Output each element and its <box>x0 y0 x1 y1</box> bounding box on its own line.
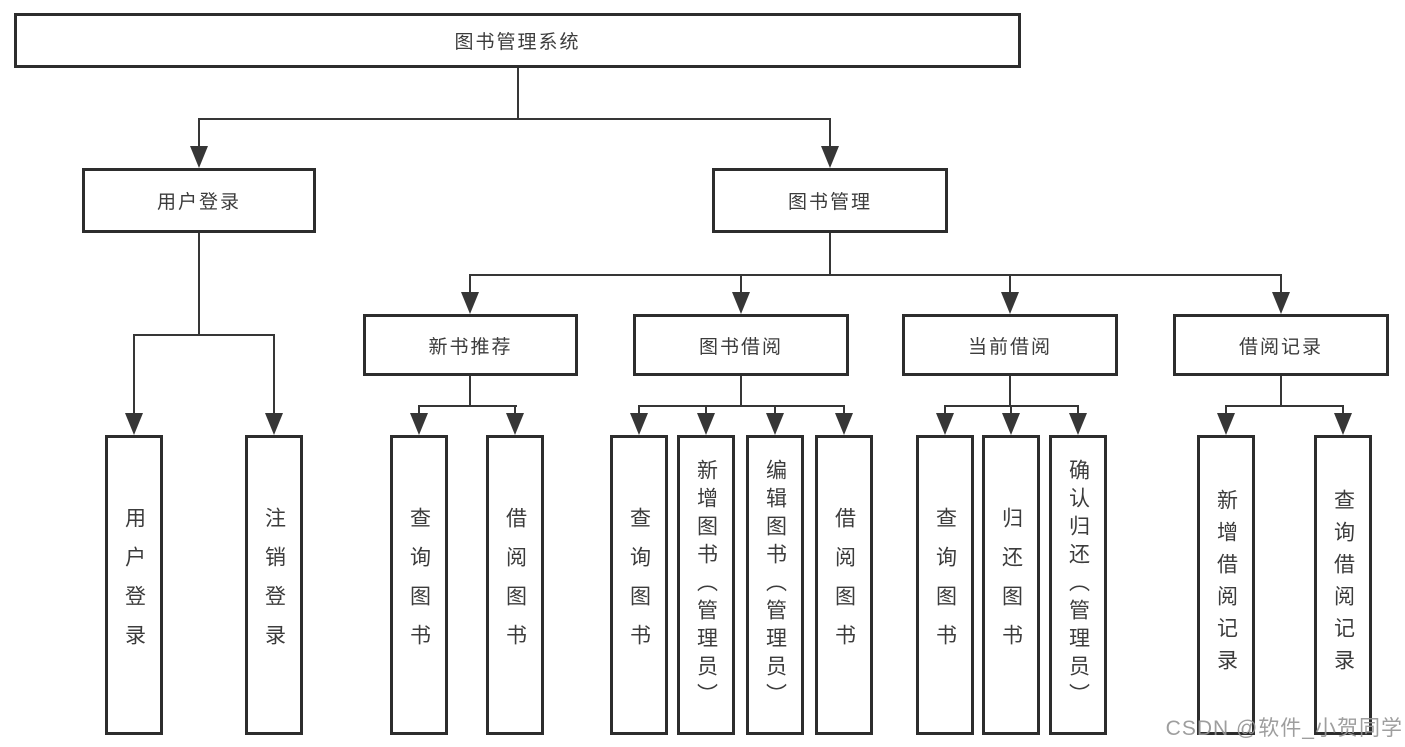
node-book-borrow: 图书借阅 <box>633 314 849 376</box>
connector-line <box>1009 376 1011 407</box>
connector-line <box>1077 405 1079 417</box>
connector-line <box>133 334 275 336</box>
connector-arrow <box>1334 413 1352 435</box>
leaf-return-book: 归还图书 <box>982 435 1040 735</box>
connector-arrow <box>190 146 208 168</box>
connector-arrow <box>835 413 853 435</box>
connector-line <box>1342 405 1344 417</box>
connector-line <box>198 118 831 120</box>
connector-line <box>705 405 707 417</box>
connector-line <box>843 405 845 417</box>
connector-line <box>273 334 275 415</box>
connector-line <box>740 274 742 294</box>
connector-arrow <box>732 292 750 314</box>
connector-line <box>638 405 640 417</box>
leaf-label: 查询图书 <box>933 507 957 663</box>
connector-line <box>829 118 831 148</box>
connector-arrow <box>410 413 428 435</box>
leaf-borrow-book-recommend: 借阅图书 <box>486 435 544 735</box>
node-borrow-record: 借阅记录 <box>1173 314 1389 376</box>
leaf-label: 查询借阅记录 <box>1331 489 1355 681</box>
connector-line <box>1010 405 1012 417</box>
leaf-label: 借阅图书 <box>503 507 527 663</box>
leaf-label: 归还图书 <box>999 507 1023 663</box>
leaf-logout: 注销登录 <box>245 435 303 735</box>
connector-line <box>418 405 517 407</box>
connector-line <box>1009 274 1011 294</box>
connector-line <box>774 405 776 417</box>
leaf-label: 新增借阅记录 <box>1214 489 1238 681</box>
leaf-label: 查询图书 <box>407 507 431 663</box>
connector-arrow <box>125 413 143 435</box>
connector-arrow <box>1217 413 1235 435</box>
connector-line <box>133 334 135 415</box>
connector-arrow <box>821 146 839 168</box>
connector-line <box>517 68 519 120</box>
connector-arrow <box>1272 292 1290 314</box>
leaf-query-book-recommend: 查询图书 <box>390 435 448 735</box>
connector-line <box>198 233 200 336</box>
connector-line <box>198 118 200 148</box>
connector-line <box>514 405 516 417</box>
connector-line <box>829 233 831 276</box>
watermark: CSDN @软件_小贺同学 <box>1165 717 1403 740</box>
leaf-label: 确认归还（管理员） <box>1066 459 1090 711</box>
leaf-label: 用户登录 <box>122 507 146 663</box>
connector-arrow <box>506 413 524 435</box>
node-new-book-recommend: 新书推荐 <box>363 314 578 376</box>
connector-line <box>740 376 742 407</box>
leaf-label: 新增图书（管理员） <box>694 459 718 711</box>
connector-line <box>1280 376 1282 407</box>
connector-line <box>418 405 420 417</box>
leaf-label: 注销登录 <box>262 507 286 663</box>
leaf-edit-book-admin: 编辑图书（管理员） <box>746 435 804 735</box>
leaf-add-borrow-record: 新增借阅记录 <box>1197 435 1255 735</box>
connector-arrow <box>1002 413 1020 435</box>
connector-arrow <box>265 413 283 435</box>
connector-line <box>1225 405 1344 407</box>
connector-arrow <box>697 413 715 435</box>
leaf-user-login: 用户登录 <box>105 435 163 735</box>
node-user-login: 用户登录 <box>82 168 316 233</box>
connector-arrow <box>1069 413 1087 435</box>
node-root: 图书管理系统 <box>14 13 1021 68</box>
leaf-label: 编辑图书（管理员） <box>763 459 787 711</box>
connector-arrow <box>1001 292 1019 314</box>
connector-arrow <box>936 413 954 435</box>
node-book-management: 图书管理 <box>712 168 948 233</box>
connector-arrow <box>766 413 784 435</box>
leaf-query-book-borrow: 查询图书 <box>610 435 668 735</box>
leaf-query-book-current: 查询图书 <box>916 435 974 735</box>
connector-arrow <box>630 413 648 435</box>
leaf-confirm-return-admin: 确认归还（管理员） <box>1049 435 1107 735</box>
connector-arrow <box>461 292 479 314</box>
leaf-query-borrow-record: 查询借阅记录 <box>1314 435 1372 735</box>
leaf-add-book-admin: 新增图书（管理员） <box>677 435 735 735</box>
leaf-label: 借阅图书 <box>832 507 856 663</box>
connector-line <box>944 405 946 417</box>
leaf-borrow-book: 借阅图书 <box>815 435 873 735</box>
connector-line <box>469 274 1282 276</box>
connector-line <box>469 376 471 407</box>
leaf-label: 查询图书 <box>627 507 651 663</box>
node-current-borrow: 当前借阅 <box>902 314 1118 376</box>
connector-line <box>638 405 845 407</box>
connector-line <box>1280 274 1282 294</box>
connector-line <box>469 274 471 294</box>
connector-line <box>1225 405 1227 417</box>
